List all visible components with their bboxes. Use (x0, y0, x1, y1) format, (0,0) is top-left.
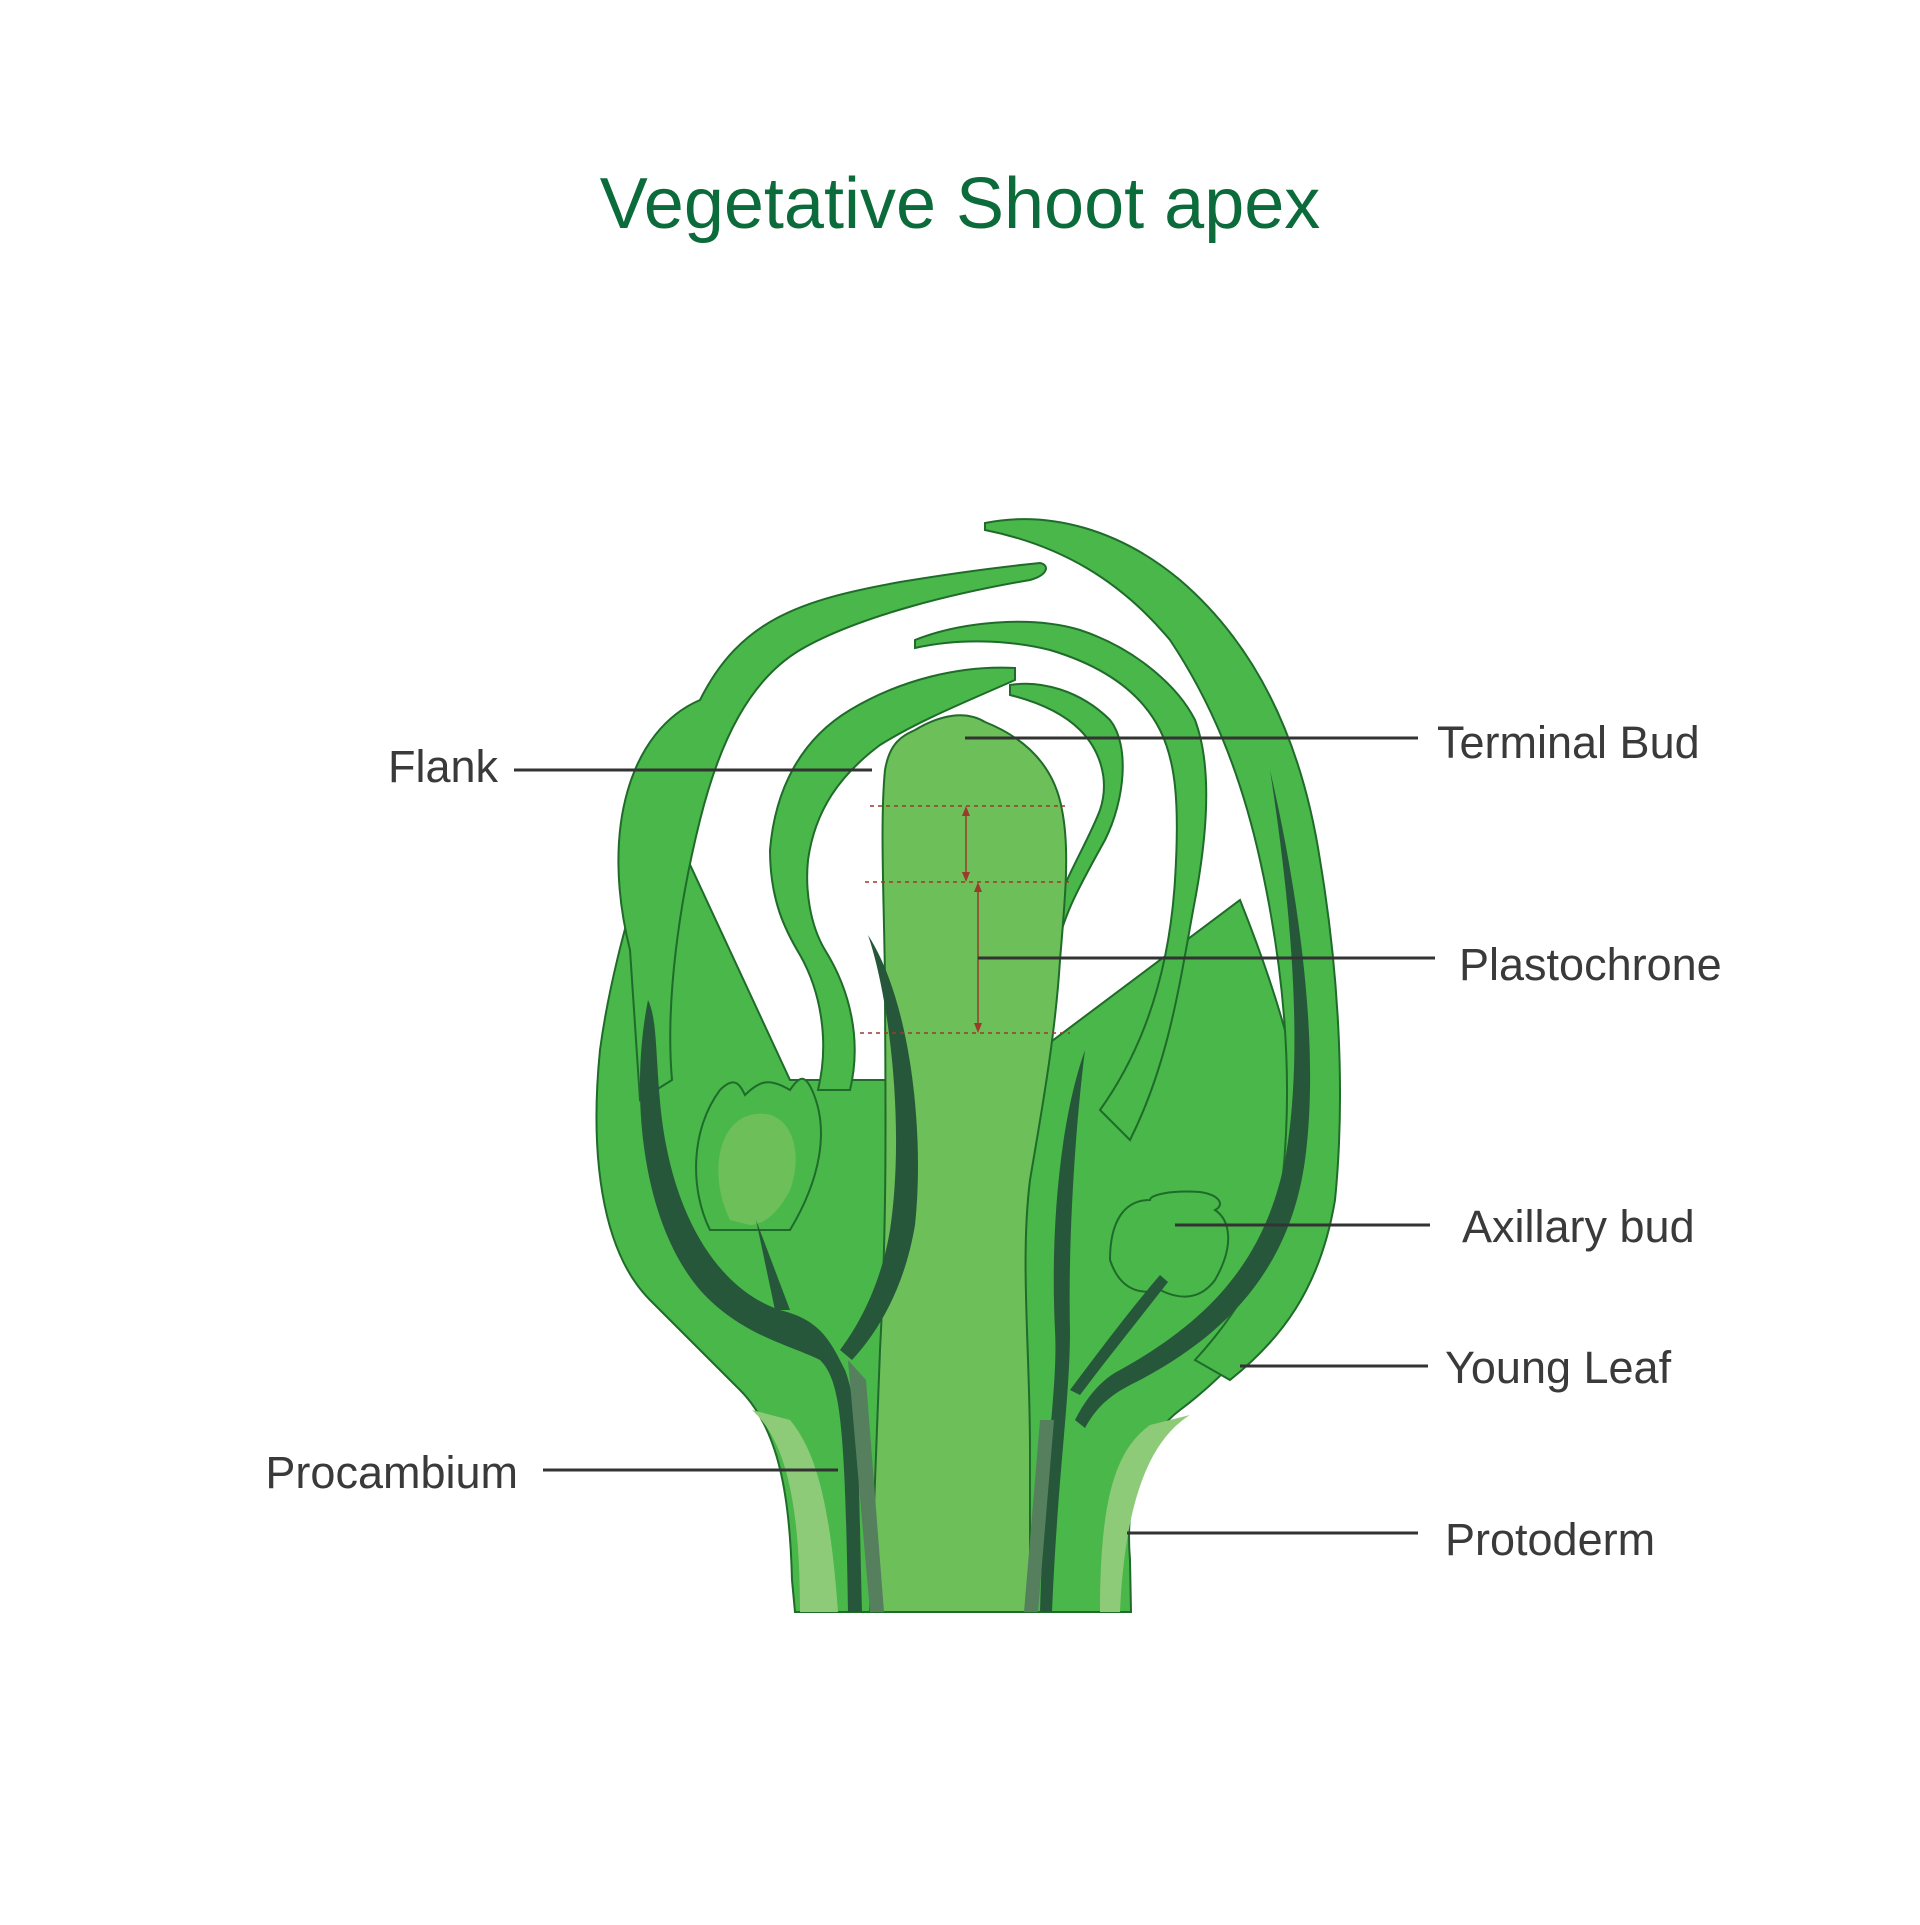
vascular-strands (639, 770, 1311, 1612)
outer-leaf-left (617, 561, 1047, 1102)
protoderm-band-right (1100, 1415, 1190, 1612)
axillary-bud-right (1108, 1190, 1230, 1298)
label-plastochrone: Plastochrone (1459, 939, 1722, 990)
plastochrone-measure (860, 805, 1070, 1034)
inner-leaf-left (768, 666, 1016, 1091)
inner-leaf-right (914, 620, 1208, 1142)
axillary-bud-left (695, 1077, 822, 1231)
vascular-strip-left (848, 1360, 884, 1612)
label-protoderm: Protoderm (1445, 1514, 1655, 1565)
label-procambium: Procambium (265, 1447, 518, 1498)
diagram-title: Vegetative Shoot apex (600, 164, 1321, 244)
leader-lines (514, 736, 1435, 1535)
label-flank: Flank (388, 741, 499, 792)
outer-leaf-right (984, 518, 1341, 1382)
label-young-leaf: Young Leaf (1445, 1342, 1672, 1393)
labels: Flank Terminal Bud Plastochrone Axillary… (265, 717, 1721, 1565)
shoot-apex-illustration (595, 518, 1341, 1613)
vascular-strip-right (1024, 1420, 1054, 1612)
label-terminal-bud: Terminal Bud (1437, 717, 1700, 768)
protoderm-band-left (752, 1410, 838, 1612)
label-axillary-bud: Axillary bud (1462, 1201, 1695, 1252)
